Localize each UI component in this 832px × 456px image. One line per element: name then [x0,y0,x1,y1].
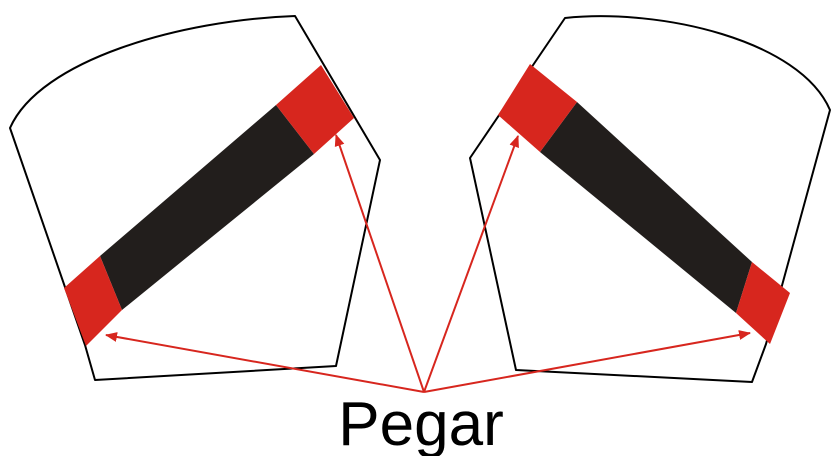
pegar-label: Pegar [338,390,503,456]
left-panel [10,16,380,380]
right-panel [470,16,830,382]
